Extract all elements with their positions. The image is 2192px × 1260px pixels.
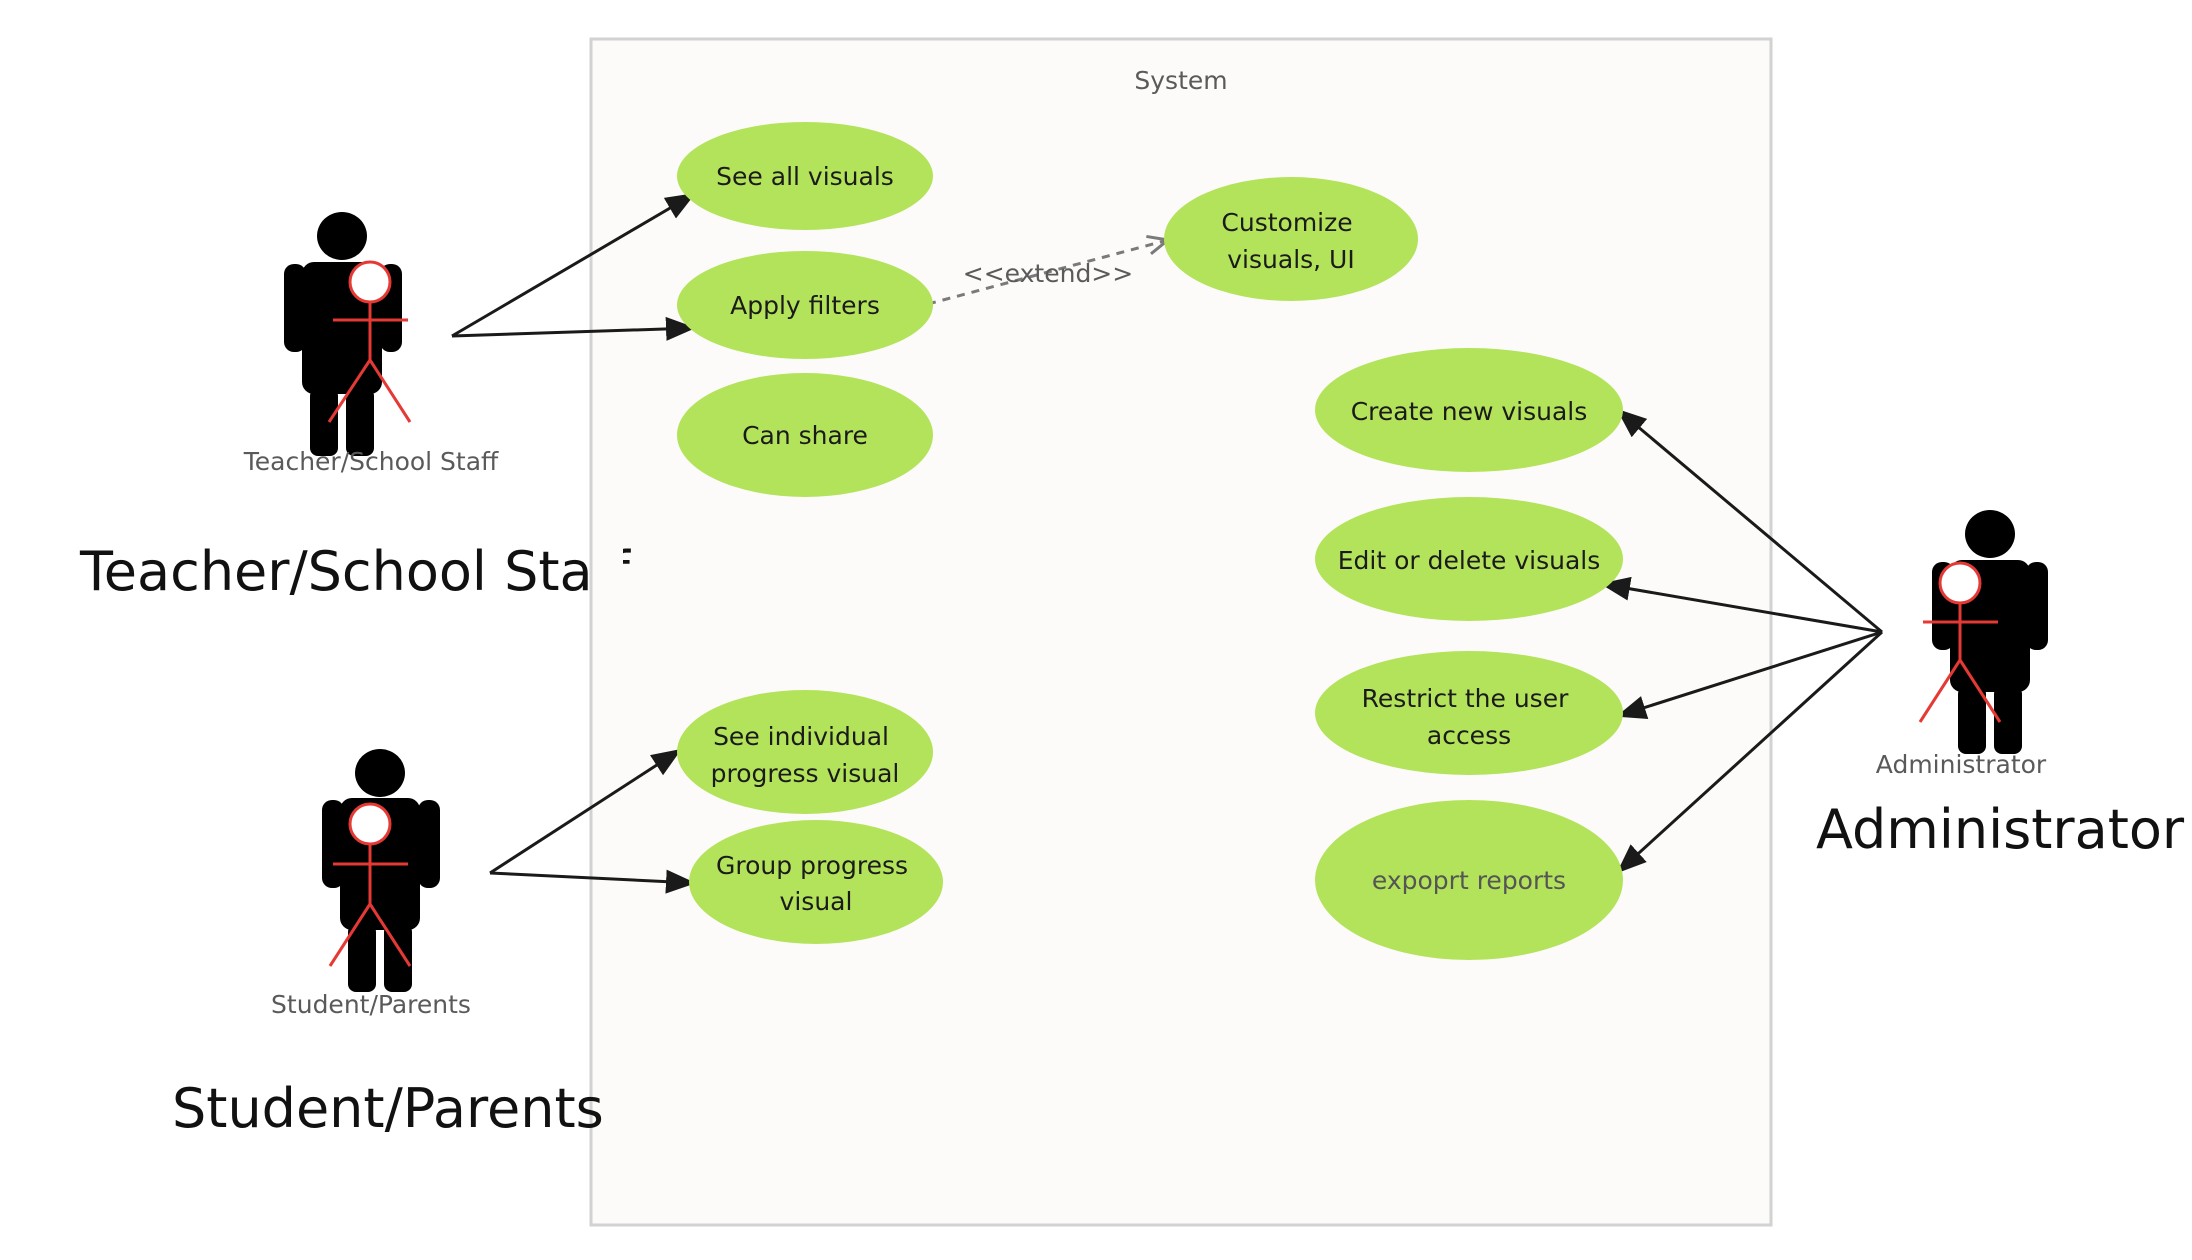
- teacher-associations: [451, 192, 696, 341]
- system-title: System: [1134, 66, 1227, 95]
- usecase-apply-filters-label: Apply filters: [730, 291, 880, 320]
- usecase-export-reports[interactable]: expoprt reports: [1315, 800, 1623, 960]
- usecase-create-new-label: Create new visuals: [1351, 397, 1588, 426]
- actor-student[interactable]: Student/Parents: [271, 749, 471, 1019]
- actor-admin-stickfigure-icon: [1918, 561, 2002, 723]
- usecase-see-all-visuals-label: See all visuals: [716, 162, 894, 191]
- usecase-can-share-label: Can share: [742, 421, 868, 450]
- admin-associations: [1600, 408, 1884, 874]
- actor-admin-small-label: Administrator: [1876, 750, 2047, 779]
- actor-admin[interactable]: Administrator: [1876, 510, 2048, 779]
- assoc-student-individual: [489, 748, 682, 875]
- actor-teacher-silhouette-icon: [284, 212, 402, 456]
- actor-student-small-label: Student/Parents: [271, 990, 471, 1019]
- assoc-student-group: [489, 869, 696, 894]
- usecase-customize-label: Customize visuals, UI: [1221, 208, 1360, 274]
- assoc-teacher-see-all: [451, 192, 696, 338]
- actor-student-silhouette-icon: [322, 749, 440, 992]
- usecase-see-individual-progress[interactable]: See individual progress visual: [677, 690, 933, 814]
- extend-relation: <<extend>>: [927, 240, 1168, 306]
- assoc-admin-restrict: [1616, 630, 1883, 719]
- usecase-see-all-visuals[interactable]: See all visuals: [677, 122, 933, 230]
- actor-admin-large-label: Administrator: [1816, 798, 2185, 861]
- usecase-edit-delete-label: Edit or delete visuals: [1338, 546, 1601, 575]
- usecase-apply-filters[interactable]: Apply filters: [677, 251, 933, 359]
- actor-teacher-stickfigure-icon: [327, 260, 412, 423]
- assoc-admin-edit: [1600, 576, 1883, 634]
- actor-student-stickfigure-icon: [328, 802, 412, 967]
- assoc-teacher-apply-filters: [451, 316, 696, 341]
- actor-admin-silhouette-icon: [1932, 510, 2048, 754]
- usecase-create-new-visuals[interactable]: Create new visuals: [1315, 348, 1623, 472]
- usecase-restrict-label: Restrict the user access: [1362, 684, 1577, 750]
- label-clip-cover: [593, 540, 623, 610]
- usecase-group-progress-label: Group progress visual: [716, 851, 916, 916]
- actor-teacher-small-label: Teacher/School Staff: [243, 447, 499, 476]
- usecase-export-label: expoprt reports: [1372, 866, 1566, 895]
- assoc-admin-create: [1616, 408, 1883, 634]
- actor-teacher-large-label: Teacher/School Staff: [79, 540, 632, 603]
- usecase-customize[interactable]: Customize visuals, UI: [1164, 177, 1418, 301]
- student-associations: [489, 748, 696, 894]
- extend-label: <<extend>>: [963, 259, 1133, 288]
- assoc-admin-export: [1616, 630, 1884, 874]
- usecase-can-share[interactable]: Can share: [677, 373, 933, 497]
- actor-student-large-label: Student/Parents: [172, 1077, 604, 1140]
- actor-teacher[interactable]: Teacher/School Staff: [243, 212, 499, 476]
- usecase-restrict-access[interactable]: Restrict the user access: [1315, 651, 1623, 775]
- usecase-edit-delete-visuals[interactable]: Edit or delete visuals: [1315, 497, 1623, 621]
- usecase-group-progress[interactable]: Group progress visual: [689, 820, 943, 944]
- usecase-see-individual-label: See individual progress visual: [711, 722, 900, 788]
